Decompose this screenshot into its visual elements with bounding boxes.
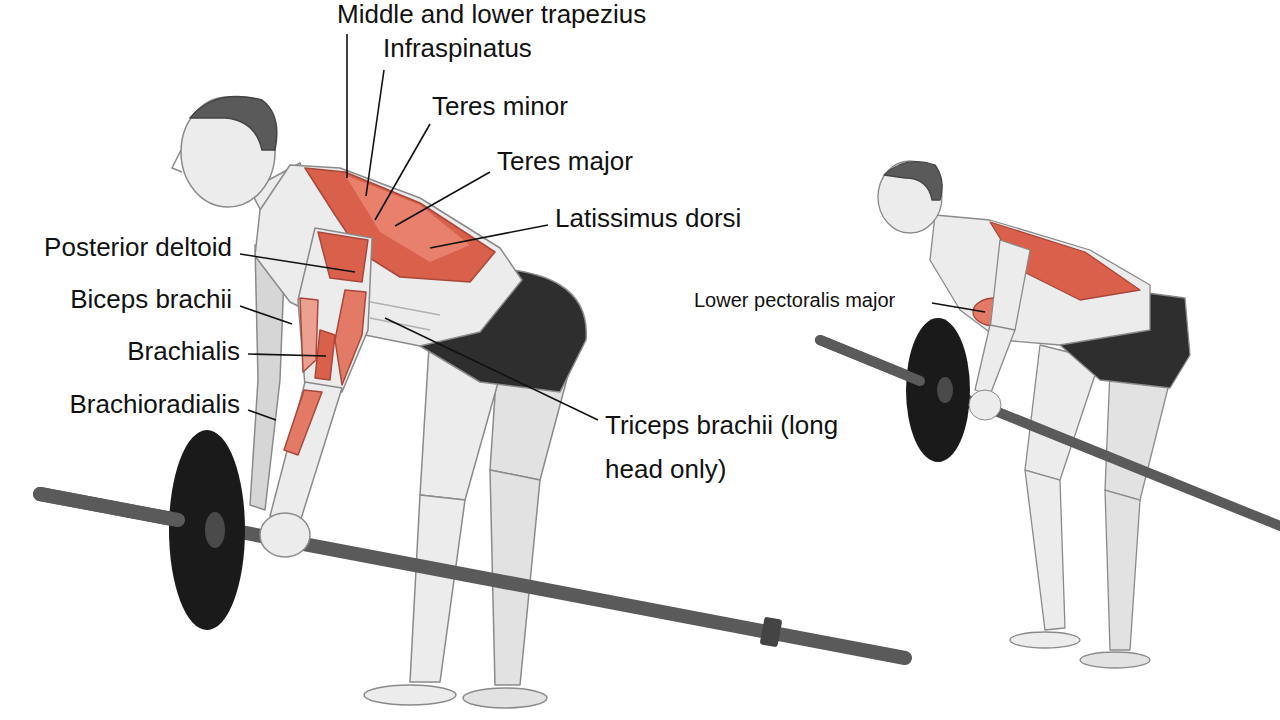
bar (40, 494, 905, 658)
triceps (335, 290, 366, 385)
leader-line (395, 172, 490, 226)
foot (463, 688, 547, 708)
shin (1025, 470, 1065, 630)
forearm (270, 382, 342, 522)
weight-plate (169, 430, 245, 630)
muscle-label: Brachioradialis (69, 390, 240, 420)
leader-line (240, 254, 355, 272)
muscle-label: Latissimus dorsi (555, 204, 741, 234)
shin (1105, 490, 1140, 650)
plate-hub (205, 512, 225, 548)
muscle-label: Triceps brachii (long head only) (605, 403, 845, 491)
muscle-label: Posterior deltoid (44, 233, 232, 263)
leader-line (248, 410, 276, 420)
leader-line (375, 124, 430, 220)
leader-line (248, 354, 326, 356)
hands (260, 513, 310, 557)
torso (930, 215, 1150, 345)
muscle-label: Teres major (497, 147, 633, 177)
foot (1010, 632, 1080, 648)
weight-plate (906, 318, 970, 462)
muscle-label: Infraspinatus (383, 34, 532, 64)
right-figure (878, 161, 1190, 668)
shin (410, 495, 465, 682)
biceps (300, 298, 318, 372)
hands (969, 390, 1001, 420)
forearm (975, 325, 1015, 395)
muscle-label: Brachialis (127, 337, 240, 367)
hair (190, 97, 277, 150)
right-barbell (820, 318, 1280, 530)
brachioradialis (284, 390, 322, 455)
leader-line (240, 306, 292, 324)
bar (820, 340, 1280, 530)
plate-hub (937, 377, 953, 403)
hair (884, 162, 942, 200)
left-barbell (40, 430, 905, 658)
leader-line (346, 34, 348, 178)
head (878, 161, 942, 233)
bar-sleeve (820, 340, 920, 381)
back-muscles (305, 168, 495, 282)
leader-line (366, 70, 384, 196)
leader-line (385, 318, 598, 420)
muscle-label: Middle and lower trapezius (337, 0, 646, 30)
muscle-label: Teres minor (432, 92, 568, 122)
bar-sleeve (40, 494, 178, 520)
posterior-deltoid (318, 232, 368, 282)
leader-lines (240, 34, 985, 420)
muscle-label: Biceps brachii (70, 285, 232, 315)
foot (1080, 652, 1150, 668)
collar (760, 617, 783, 648)
upper-arm (298, 228, 372, 392)
upper-arm (990, 240, 1030, 330)
leader-line (430, 225, 548, 248)
leader-line (932, 303, 985, 312)
nose (172, 150, 182, 172)
foot (364, 685, 456, 705)
muscle-label: Lower pectoralis major (694, 289, 895, 312)
